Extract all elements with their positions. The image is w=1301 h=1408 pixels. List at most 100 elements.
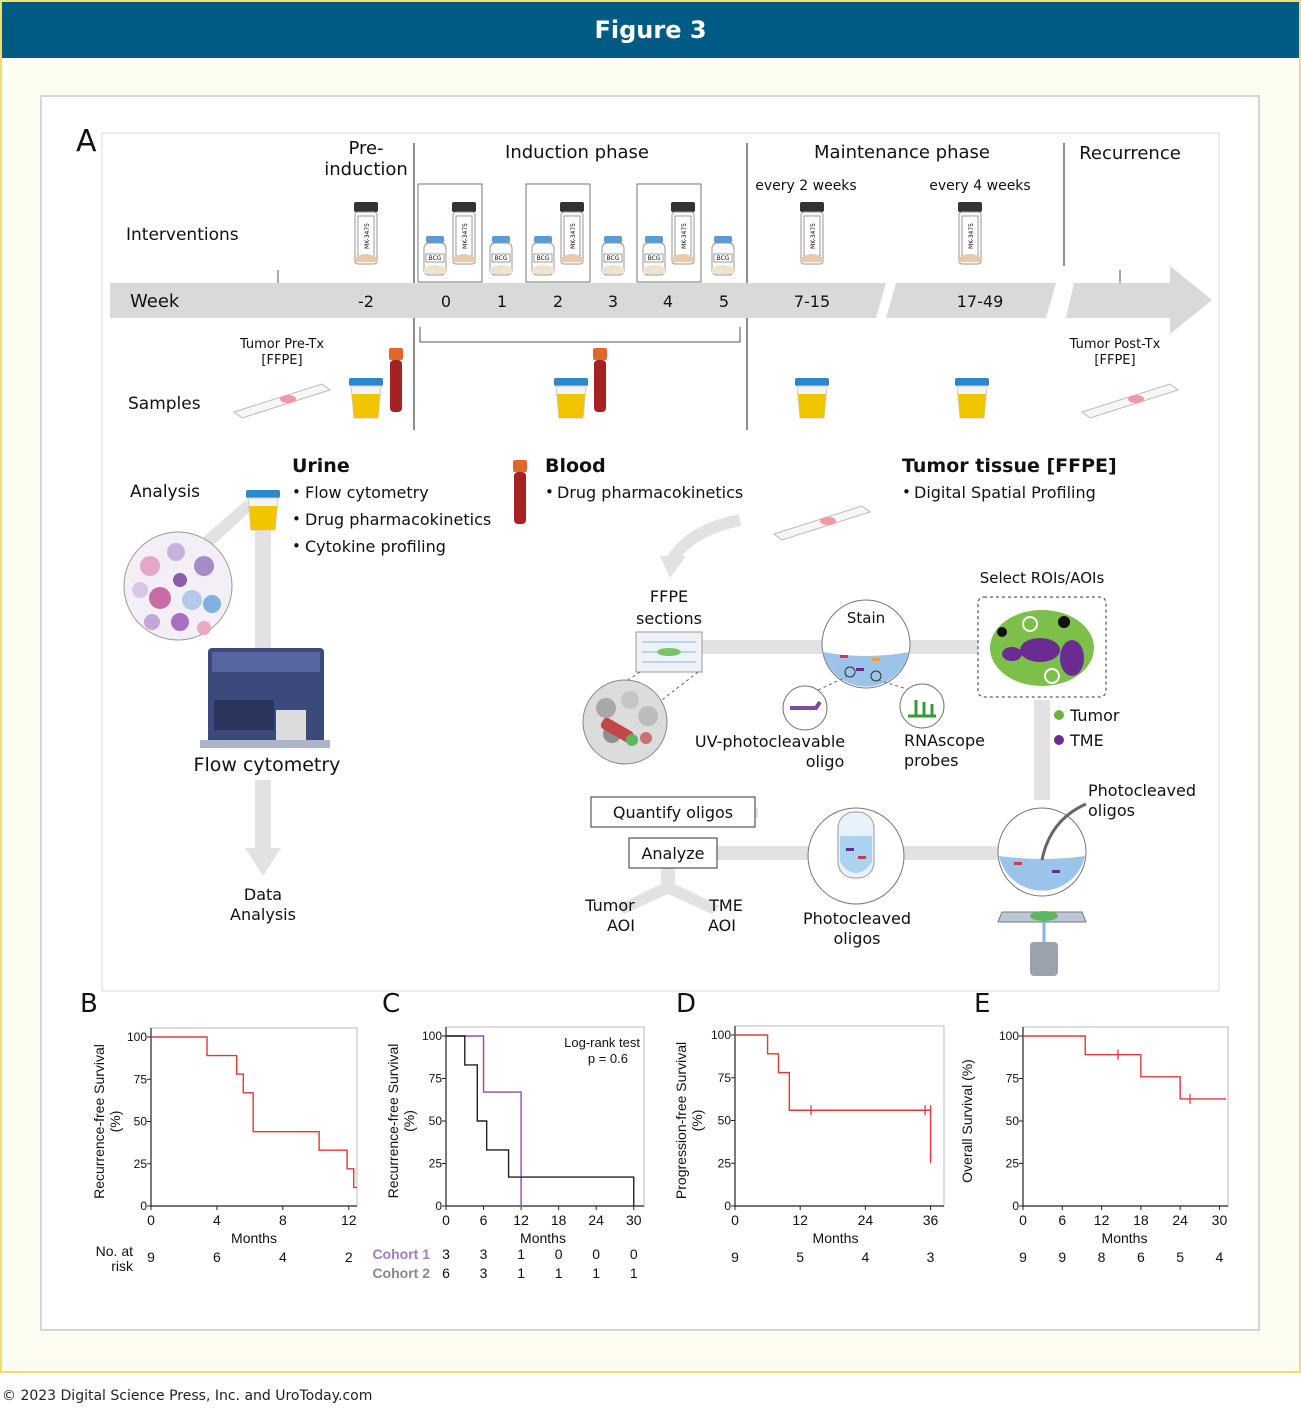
tme-aoi-label: TME (708, 896, 743, 915)
km-e-risk-value: 6 (1137, 1249, 1145, 1265)
urine-cup (245, 489, 281, 531)
km-c-y-axis-label: Recurrence-free Survival (385, 1044, 401, 1199)
blood-tube (593, 348, 607, 412)
km-c-x-tick-label: 12 (513, 1212, 529, 1228)
photocleaved-bottom-label: Photocleaved (803, 909, 911, 928)
week-label: 1 (497, 292, 507, 311)
km-e-y-axis-label: Overall Survival (%) (959, 1059, 975, 1183)
week-label: 0 (441, 292, 451, 311)
panel-e-letter: E (974, 989, 990, 1019)
quantify-oligos-box (590, 796, 756, 828)
analyze-box (628, 837, 718, 869)
km-e-y-tick-label: 50 (1006, 1114, 1020, 1128)
zoom-line (661, 671, 699, 701)
km-c-risk-value: 0 (630, 1246, 638, 1262)
km-c-risk-value: 3 (480, 1265, 488, 1281)
km-d-x-axis-label: Months (813, 1230, 859, 1246)
km-d-x-tick-label: 24 (858, 1212, 874, 1228)
km-c-y-tick-label: 100 (422, 1029, 442, 1043)
km-e-risk-value: 4 (1216, 1249, 1224, 1265)
urine-title: Urine (292, 455, 350, 477)
km-b-risk-value: 9 (147, 1249, 155, 1265)
figure-title-bar: Figure 3 (2, 2, 1299, 58)
vial-mk-label: MK-3475 (364, 223, 371, 249)
phase-induction: Induction phase (505, 142, 649, 163)
week-label: 3 (608, 292, 618, 311)
figure-title: Figure 3 (594, 16, 707, 44)
km-d-plot-frame (734, 1025, 945, 1207)
tumor-aoi-label: Tumor (584, 896, 635, 915)
km-d-y-tick-label: 0 (724, 1199, 731, 1213)
blood-tube (513, 460, 527, 524)
week-label: -2 (358, 292, 374, 311)
km-c-x-axis-label: Months (520, 1230, 566, 1246)
km-e-survival-curve (1023, 1035, 1226, 1100)
km-c-risk-row-label: Cohort 2 (372, 1265, 430, 1281)
km-d-y-tick-label: 25 (718, 1156, 732, 1170)
km-b-risk-value: 6 (213, 1249, 221, 1265)
curved-arrow (666, 514, 742, 564)
stain-label: Stain (847, 609, 885, 627)
km-b-risk-label: risk (111, 1258, 134, 1274)
tumor-pre-label: [FFPE] (261, 353, 302, 368)
km-b-y-axis-label: (%) (107, 1111, 123, 1133)
km-c-risk-value: 3 (480, 1246, 488, 1262)
ffpe-section-stack-icon (635, 631, 703, 673)
tumor-pre-label: Tumor Pre-Tx (239, 337, 324, 352)
km-c-x-tick-label: 0 (442, 1212, 450, 1228)
rnascope-label: RNAscope (904, 731, 985, 750)
data-analysis-label: Data (244, 885, 282, 904)
photocleave-circle (997, 802, 1087, 897)
phase-recurrence: Recurrence (1079, 143, 1181, 164)
photocleaved-top-label: Photocleaved (1088, 781, 1196, 800)
km-c-plot-frame (445, 1026, 645, 1207)
uv-oligo-icon (782, 685, 828, 731)
km-b-x-tick-label: 8 (279, 1212, 287, 1228)
km-b-y-tick-label: 75 (134, 1072, 148, 1086)
km-c-survival-curve-cohort-2 (446, 1035, 635, 1206)
phase-pre-line1: Pre- (348, 138, 383, 159)
legend-tme: TME (1069, 731, 1104, 750)
vial-bcg-label: BCG (607, 255, 620, 262)
km-b-y-axis-label: Recurrence-free Survival (91, 1044, 107, 1199)
vial-mk-label: MK-3475 (810, 223, 817, 249)
km-e-x-tick-label: 0 (1019, 1212, 1027, 1228)
km-d-x-tick-label: 36 (923, 1212, 939, 1228)
km-e-risk-value: 9 (1058, 1249, 1066, 1265)
panel-a: A Pre- induction Induction phase Mainten… (76, 124, 1220, 992)
copyright-notice: © 2023 Digital Science Press, Inc. and U… (2, 1388, 373, 1404)
tumor-aoi-label: AOI (607, 916, 635, 935)
km-b-survival-curve (151, 1036, 357, 1189)
induction-bracket (419, 327, 741, 343)
km-e-risk-value: 8 (1098, 1249, 1106, 1265)
km-c-risk-value: 1 (517, 1265, 525, 1281)
ffpe-sections-label: sections (636, 609, 702, 628)
km-c-survival-curve-cohort-1 (446, 1035, 523, 1207)
km-d-y-axis-label: (%) (689, 1110, 705, 1132)
urine-item: Flow cytometry (305, 483, 429, 502)
phase-pre-line2: induction (324, 159, 408, 180)
panel-d-letter: D (676, 989, 696, 1019)
data-analysis-label: Analysis (230, 905, 296, 924)
urine-cup (954, 377, 990, 419)
roi-tissue-map (990, 610, 1094, 686)
urine-cup (794, 377, 830, 419)
km-e-x-tick-label: 30 (1212, 1212, 1228, 1228)
rnascope-probe-icon (899, 683, 945, 729)
km-e-risk-value: 9 (1019, 1249, 1027, 1265)
blood-item: Drug pharmacokinetics (557, 483, 743, 502)
km-d-y-tick-label: 100 (711, 1028, 731, 1042)
row-label-samples: Samples (128, 394, 201, 414)
km-c-y-tick-label: 0 (435, 1199, 442, 1213)
vial-bcg-label: BCG (648, 255, 661, 262)
urine-bullet: • (292, 510, 301, 528)
urine-item: Cytokine profiling (305, 537, 446, 556)
km-b-x-axis-label: Months (231, 1230, 277, 1246)
km-d-y-tick-label: 75 (718, 1071, 732, 1085)
km-c-y-tick-label: 25 (429, 1157, 443, 1171)
tissue-item: Digital Spatial Profiling (914, 483, 1096, 502)
row-label-week: Week (130, 291, 180, 312)
week-timeline-arrow (110, 266, 1212, 334)
km-c-x-tick-label: 18 (551, 1212, 567, 1228)
